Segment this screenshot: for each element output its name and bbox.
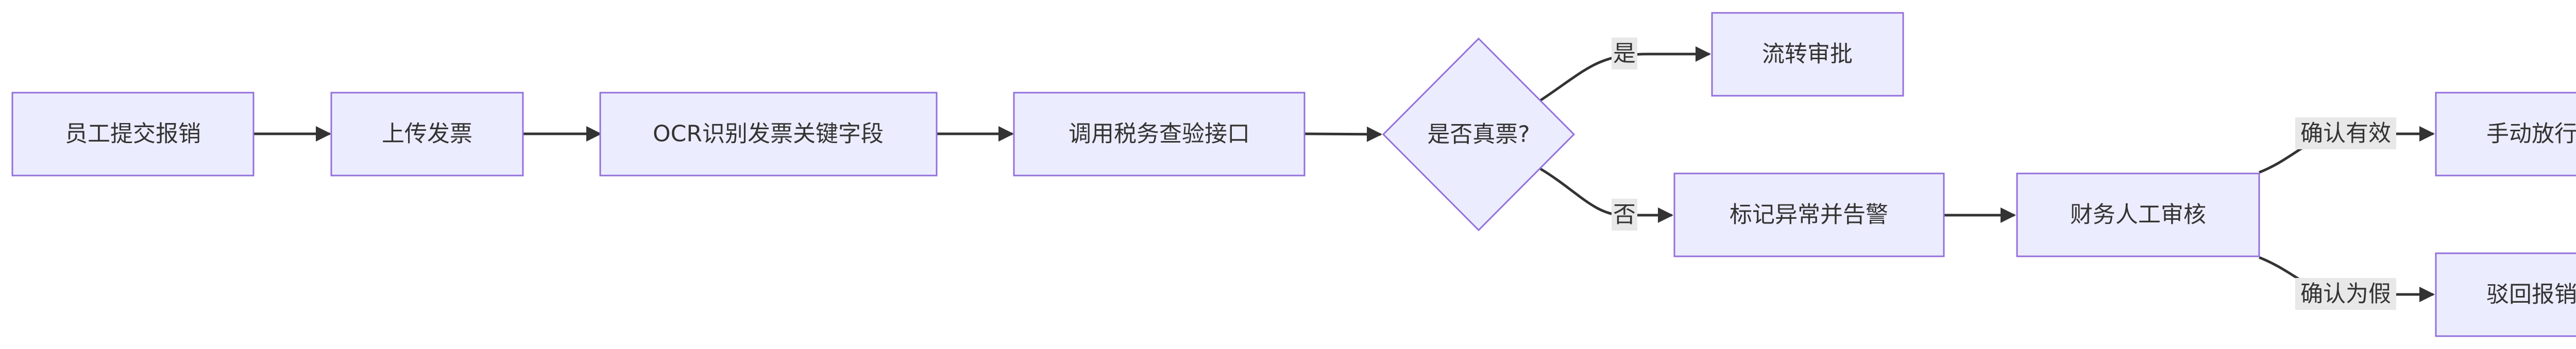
svg-text:员工提交报销: 员工提交报销 (65, 121, 201, 147)
edge-decision-flag (1539, 167, 1673, 223)
node-flag-alert: 标记异常并告警 (1673, 172, 1945, 257)
node-submit-reimbursement: 员工提交报销 (11, 92, 255, 177)
node-tax-verify-api: 调用税务查验接口 (1013, 92, 1306, 177)
svg-text:确认有效: 确认有效 (2300, 120, 2391, 147)
svg-text:财务人工审核: 财务人工审核 (2070, 202, 2206, 228)
node-ocr-fields: OCR识别发票关键字段 (599, 92, 938, 177)
node-is-genuine-decision: 是否真票? (1382, 37, 1575, 232)
svg-text:驳回报销: 驳回报销 (2486, 282, 2576, 308)
edge-label-confirm-valid: 确认有效 (2295, 117, 2396, 149)
svg-text:上传发票: 上传发票 (382, 121, 472, 147)
edge-label-confirm-fake: 确认为假 (2295, 278, 2396, 310)
node-route-approval: 流转审批 (1711, 12, 1904, 97)
node-reject-reimbursement: 驳回报销 (2435, 252, 2576, 337)
svg-text:OCR识别发票关键字段: OCR识别发票关键字段 (653, 121, 884, 147)
edge-label-no: 否 (1612, 199, 1637, 231)
svg-text:调用税务查验接口: 调用税务查验接口 (1069, 121, 1250, 147)
node-manual-review: 财务人工审核 (2016, 172, 2260, 257)
edge-decision-approve (1539, 46, 1711, 102)
edge-label-yes: 是 (1612, 38, 1637, 69)
svg-text:否: 否 (1613, 202, 1636, 228)
svg-text:是: 是 (1613, 41, 1636, 67)
svg-text:手动放行: 手动放行 (2486, 121, 2576, 147)
node-manual-release: 手动放行 (2435, 92, 2576, 177)
svg-text:确认为假: 确认为假 (2300, 281, 2391, 307)
node-upload-invoice: 上传发票 (330, 92, 524, 177)
svg-text:标记异常并告警: 标记异常并告警 (1730, 202, 1888, 228)
svg-text:流转审批: 流转审批 (1762, 41, 1853, 67)
svg-text:是否真票?: 是否真票? (1427, 121, 1530, 148)
